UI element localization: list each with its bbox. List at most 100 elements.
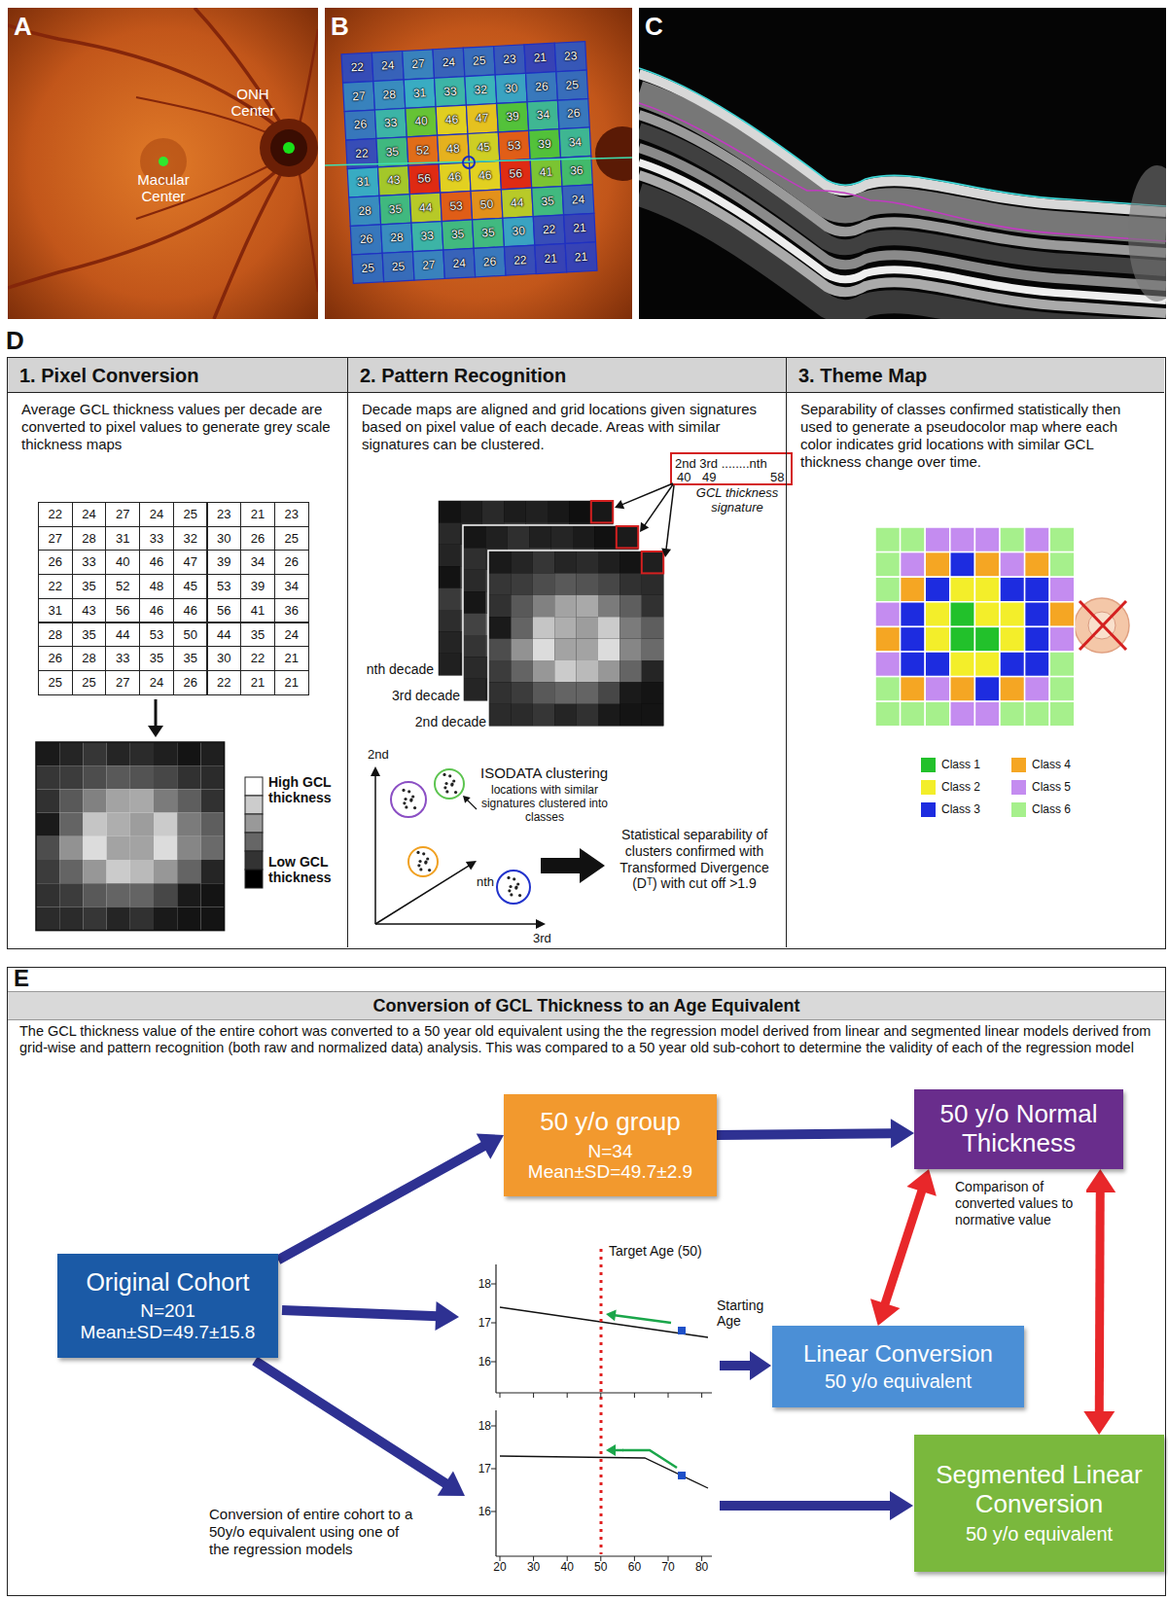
grid-value: 26 <box>526 71 559 103</box>
theme-cell <box>900 676 926 703</box>
legend-swatch <box>920 779 936 795</box>
decade-cell <box>598 704 620 726</box>
signature-arrow-line <box>666 485 674 550</box>
heat-cell <box>496 102 530 133</box>
box-title: Linear Conversion <box>803 1340 993 1368</box>
grid-value: 22 <box>341 52 374 83</box>
signature-arrow-head <box>661 547 672 558</box>
grey-cell <box>59 742 83 766</box>
table-cell: 28 <box>71 645 107 672</box>
grey-cell <box>153 742 177 766</box>
theme-cell <box>924 626 951 652</box>
heat-cell <box>559 127 592 158</box>
cluster-dot <box>416 850 420 854</box>
grid-value: 22 <box>532 214 566 246</box>
panel-letter: A <box>13 11 33 42</box>
tick <box>701 1392 703 1398</box>
grey-cell <box>59 788 83 813</box>
grid-value: 27 <box>343 81 376 112</box>
heat-cell <box>554 41 587 72</box>
table-cell: 48 <box>139 573 175 600</box>
decade-cell <box>489 572 511 595</box>
connector <box>716 1118 915 1148</box>
decade-label: nth decade <box>340 661 434 677</box>
theme-cell <box>900 626 926 652</box>
grid-value: 36 <box>560 155 593 186</box>
scale-label: High GCL thickness <box>268 774 345 806</box>
decade-cell <box>554 704 576 726</box>
conversion-arrow-line <box>614 1449 624 1452</box>
table-cell: 24 <box>71 501 107 528</box>
decade-map <box>488 550 665 727</box>
conversion-arrow <box>605 1444 624 1456</box>
decade-cell <box>463 613 486 636</box>
grey-cell <box>82 813 107 837</box>
heat-cell <box>440 190 473 221</box>
table-cell: 34 <box>274 573 310 600</box>
grid-value: 25 <box>556 70 589 101</box>
grey-cell <box>176 859 201 884</box>
grid-value: 52 <box>406 135 439 166</box>
panel-letter: D <box>5 325 25 356</box>
axis-label: 3rd <box>532 930 552 946</box>
decade-cell <box>576 660 599 682</box>
table-cell: 26 <box>173 670 209 696</box>
grid-value: 53 <box>497 130 531 161</box>
start-point <box>677 1326 686 1335</box>
grey-cell <box>82 859 107 884</box>
legend-label: Class 3 <box>941 802 981 817</box>
theme-cell <box>875 576 901 602</box>
callout-label: Macular Center <box>124 171 203 206</box>
axis-tick: 70 <box>656 1559 680 1574</box>
theme-cell <box>875 527 901 553</box>
decade-cell <box>489 551 511 573</box>
pointer-arrow <box>462 795 477 810</box>
table-cell: 26 <box>37 549 73 575</box>
decade-cell <box>482 500 504 523</box>
chart-label: Target Age (50) <box>608 1242 703 1259</box>
tick <box>491 1361 496 1363</box>
decade-cell <box>554 595 576 617</box>
decade-cell <box>619 704 641 726</box>
signature-arrow <box>639 484 673 532</box>
table-cell: 44 <box>207 622 243 648</box>
decade-cell <box>554 681 576 704</box>
decade-cell <box>576 595 599 617</box>
heat-cell <box>352 252 385 284</box>
fovea-marker <box>462 156 475 169</box>
signature-value: 40 <box>676 469 691 485</box>
theme-cell <box>1049 527 1075 553</box>
theme-cell <box>900 527 926 553</box>
tick <box>600 1392 602 1398</box>
grey-cell <box>153 813 177 837</box>
decade-cell <box>510 595 532 617</box>
grey-cell <box>59 883 83 907</box>
panel-d-figures <box>35 453 1130 931</box>
cluster-dot <box>424 860 427 864</box>
theme-cell <box>950 676 976 703</box>
process-box: 50 y/o groupN=34 Mean±SD=49.7±2.9 <box>503 1094 717 1197</box>
step-text: Decade maps are aligned and grid locatio… <box>361 400 772 454</box>
decade-cell <box>619 638 641 661</box>
heat-cell <box>381 222 414 253</box>
box-title: 50 y/o Normal Thickness <box>921 1099 1116 1159</box>
heat-cell <box>406 135 439 166</box>
regression-line <box>499 1307 708 1338</box>
decade-cell <box>532 638 555 661</box>
theme-cell <box>900 601 926 628</box>
heat-cell <box>341 52 374 83</box>
grey-cell <box>130 813 154 837</box>
grid-value: 48 <box>437 134 470 165</box>
tick <box>491 1511 496 1513</box>
grey-cell <box>176 906 201 930</box>
grey-cell <box>130 765 154 789</box>
conversion-arrow-head <box>605 1309 617 1321</box>
flow-arrow-line <box>254 1360 448 1485</box>
decade-cell <box>554 660 576 682</box>
decade-cell <box>641 660 664 682</box>
decade-cell <box>510 616 532 638</box>
heat-cell <box>405 106 438 138</box>
axis-tick: 60 <box>622 1559 646 1574</box>
signature-box <box>671 453 792 485</box>
grey-cell <box>35 788 60 813</box>
